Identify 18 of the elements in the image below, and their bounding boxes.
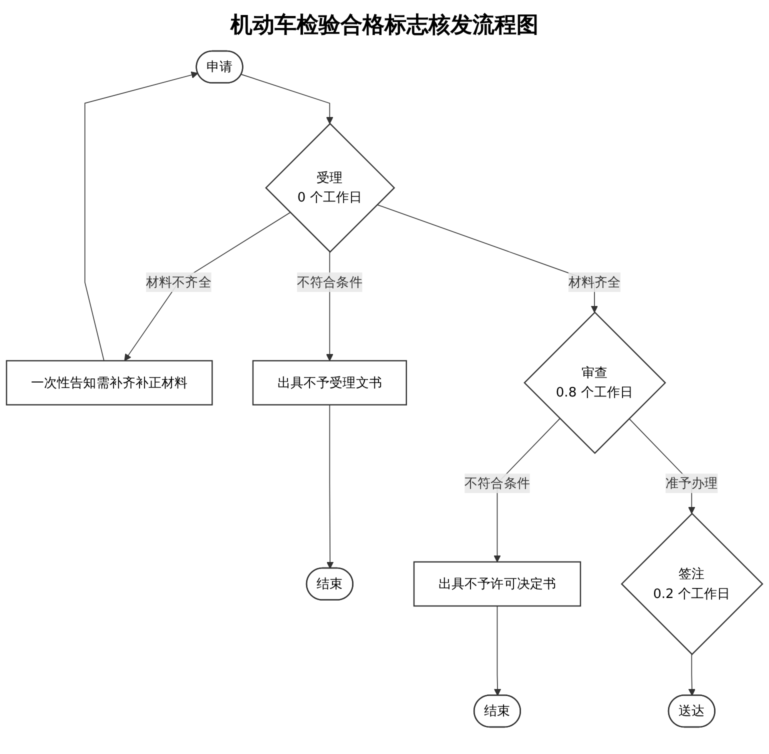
edge-label: 材料不齐全	[146, 274, 212, 290]
node-box: 出具不予许可决定书	[413, 561, 582, 607]
edge-label: 不符合条件	[464, 475, 530, 491]
edge-label: 不符合条件	[297, 274, 362, 290]
diagram-title: 机动车检验合格标志核发流程图	[229, 12, 540, 40]
arrow	[84, 71, 198, 362]
node-diamond: 受理 0 个工作日	[265, 122, 396, 253]
node-box: 出具不予受理文书	[252, 360, 407, 406]
node-box: 一次性告知需补齐补正材料	[6, 360, 213, 406]
node-diamond: 审查 0.8 个工作日	[524, 312, 666, 454]
arrow	[124, 212, 291, 362]
arrow	[241, 74, 334, 124]
arrow	[326, 404, 334, 569]
arrow	[494, 606, 502, 696]
edge-label: 准予办理	[666, 475, 718, 491]
edge-label: 材料齐全	[568, 274, 621, 290]
arrow	[688, 654, 696, 696]
node-diamond: 签注 0.2 个工作日	[620, 512, 764, 656]
